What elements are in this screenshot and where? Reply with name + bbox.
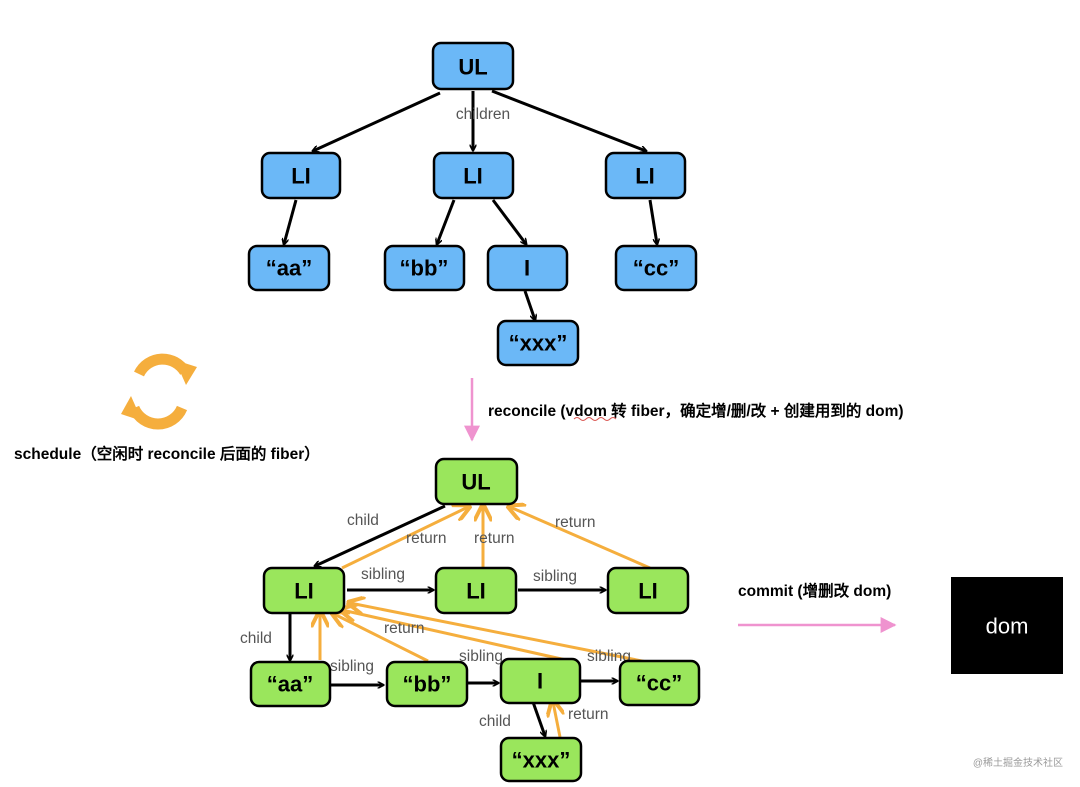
vdom-node-li-1-label: LI — [291, 164, 311, 189]
fiber-node-i — [499, 657, 582, 705]
vdom-edge-ul-li1 — [313, 91, 441, 151]
label-return-li1-ul: return — [406, 530, 447, 547]
watermark: @稀土掘金技术社区 — [973, 756, 1063, 769]
dom-box-label: dom — [986, 614, 1029, 639]
fiber-node-aa — [249, 660, 332, 708]
dom-box — [951, 577, 1063, 674]
vdom-node-cc — [614, 244, 698, 292]
fiber-edge-ul-li1-child — [315, 504, 446, 566]
label-return-to-li: return — [384, 620, 425, 637]
vdom-edge-li1-aa — [284, 199, 298, 244]
spellcheck-underline — [573, 417, 617, 421]
children-label-bg — [449, 104, 517, 122]
vdom-edge-li3-cc — [648, 199, 657, 244]
vdom-node-aa — [247, 244, 331, 292]
fiber-node-ul — [434, 457, 519, 506]
vdom-edge-ul-li3 — [491, 89, 646, 151]
label-sibling-aa-bb: sibling — [330, 658, 374, 675]
label-sibling-li2-li3: sibling — [533, 568, 577, 585]
vdom-nodes: UL LI LI LI “aa” “bb” I “cc” “xxx” — [247, 41, 698, 367]
vdom-node-ul-label: UL — [458, 55, 487, 80]
vdom-node-i-label: I — [524, 256, 530, 281]
vdom-edge-li2-i — [491, 199, 526, 244]
fiber-edge-li3-ul-return — [510, 507, 651, 570]
schedule-cycle-icon — [121, 353, 197, 430]
vdom-node-li-1 — [260, 151, 342, 200]
vdom-node-xxx — [496, 319, 580, 367]
label-child-i-xxx: child — [479, 713, 511, 730]
vdom-node-aa-label: “aa” — [266, 256, 312, 281]
fiber-edge-i-xxx-child — [531, 701, 545, 736]
label-return-xxx-i: return — [568, 706, 609, 723]
fiber-node-xxx — [499, 736, 583, 783]
commit-caption: commit (增删改 dom) — [738, 581, 891, 600]
fiber-node-cc — [618, 659, 701, 707]
vdom-node-li-2 — [432, 151, 515, 200]
fiber-node-li-3 — [606, 566, 690, 615]
fiber-node-i-label: I — [537, 669, 543, 694]
fiber-edge-cc-li1-return — [350, 603, 663, 667]
vdom-node-bb — [383, 244, 466, 292]
vdom-node-i — [486, 244, 569, 292]
fiber-edge-xxx-i-return — [553, 702, 560, 738]
schedule-caption: schedule（空闲时 reconcile 后面的 fiber） — [14, 444, 320, 463]
reconcile-caption: reconcile (vdom 转 fiber，确定增/删/改 + 创建用到的 … — [488, 401, 904, 420]
vdom-node-li-3 — [604, 151, 687, 200]
fiber-node-cc-label: “cc” — [636, 671, 682, 696]
fiber-node-li-1 — [262, 566, 346, 615]
label-sibling-i-cc: sibling — [587, 648, 631, 665]
vdom-edge-li2-bb — [437, 199, 456, 244]
fiber-node-ul-label: UL — [461, 470, 490, 495]
fiber-nodes: UL LI LI LI “aa” “bb” I “cc” “xxx” — [249, 457, 701, 783]
label-child-ul-li: child — [347, 512, 379, 529]
vdom-children-label: children — [456, 106, 510, 123]
fiber-node-bb-label: “bb” — [403, 672, 452, 697]
vdom-edges — [284, 89, 657, 320]
fiber-edge-labels: child return return return sibling sibli… — [240, 512, 631, 730]
label-sibling-li1-li2: sibling — [361, 566, 405, 583]
fiber-edge-i-li1-return — [342, 610, 567, 662]
vdom-edge-i-xxx — [523, 290, 535, 320]
label-child-li-aa: child — [240, 630, 272, 647]
fiber-node-bb — [385, 660, 469, 708]
vdom-node-cc-label: “cc” — [633, 256, 679, 281]
fiber-node-li-2-label: LI — [466, 579, 486, 604]
vdom-node-ul — [431, 41, 515, 91]
fiber-node-xxx-label: “xxx” — [512, 748, 571, 773]
fiber-edge-li1-ul-return — [341, 507, 468, 570]
vdom-node-bb-label: “bb” — [400, 256, 449, 281]
vdom-node-xxx-label: “xxx” — [509, 331, 568, 356]
fiber-node-li-3-label: LI — [638, 579, 658, 604]
fiber-black-edges — [290, 504, 617, 736]
label-return-li3-ul: return — [555, 514, 596, 531]
fiber-node-aa-label: “aa” — [267, 672, 313, 697]
label-sibling-bb-i: sibling — [459, 648, 503, 665]
vdom-node-li-2-label: LI — [463, 164, 483, 189]
fiber-node-li-2 — [434, 566, 518, 615]
vdom-node-li-3-label: LI — [635, 164, 655, 189]
fiber-orange-edges — [320, 507, 663, 738]
label-return-li2-ul: return — [474, 530, 515, 547]
fiber-node-li-1-label: LI — [294, 579, 314, 604]
